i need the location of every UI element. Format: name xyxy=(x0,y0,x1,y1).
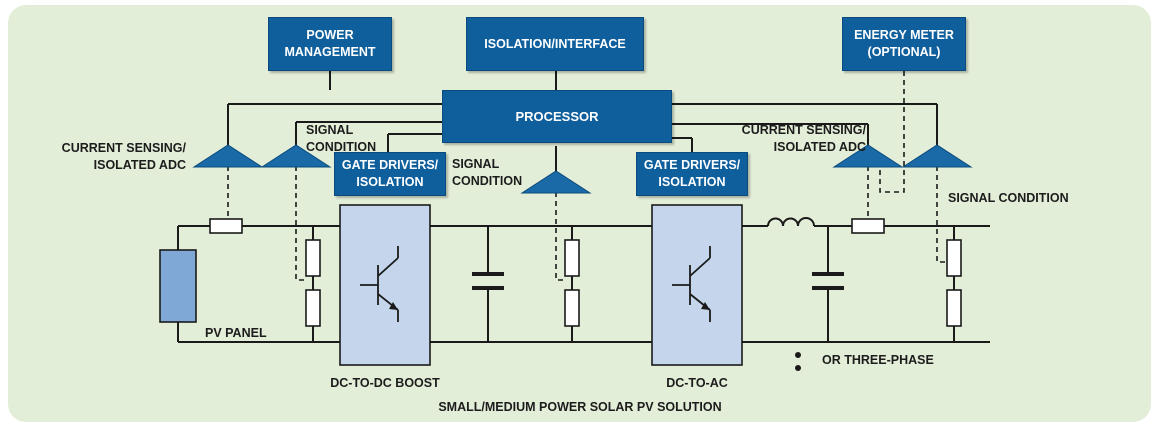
three-phase-dot xyxy=(795,352,801,358)
gate-drivers-right-block: GATE DRIVERS/ISOLATION xyxy=(636,152,748,196)
pv-panel-label: PV PANEL xyxy=(205,326,267,340)
gate-drivers-left-block: GATE DRIVERS/ISOLATION xyxy=(334,152,446,196)
signal-condition-right-label: SIGNAL CONDITION xyxy=(948,191,1069,205)
current-sensing-left-label: CURRENT SENSING/ISOLATED ADC xyxy=(61,141,186,172)
isolation-interface-block: ISOLATION/INTERFACE xyxy=(466,17,644,71)
processor-block: PROCESSOR xyxy=(442,90,672,143)
transistor-icon xyxy=(672,246,711,322)
current-sensing-right-label: CURRENT SENSING/ISOLATED ADC xyxy=(741,123,866,154)
dc-dc-boost-block xyxy=(339,204,431,366)
three-phase-label: OR THREE-PHASE xyxy=(822,353,934,367)
three-phase-dot xyxy=(795,365,801,371)
diagram-background xyxy=(8,5,1151,422)
energy-meter-block: ENERGY METER(OPTIONAL) xyxy=(842,17,966,71)
pv-panel-icon xyxy=(159,249,197,323)
dc-dc-boost-label: DC-TO-DC BOOST xyxy=(330,376,440,390)
dc-ac-label: DC-TO-AC xyxy=(666,376,728,390)
dc-ac-block xyxy=(651,204,743,366)
diagram-caption: SMALL/MEDIUM POWER SOLAR PV SOLUTION xyxy=(438,400,722,414)
